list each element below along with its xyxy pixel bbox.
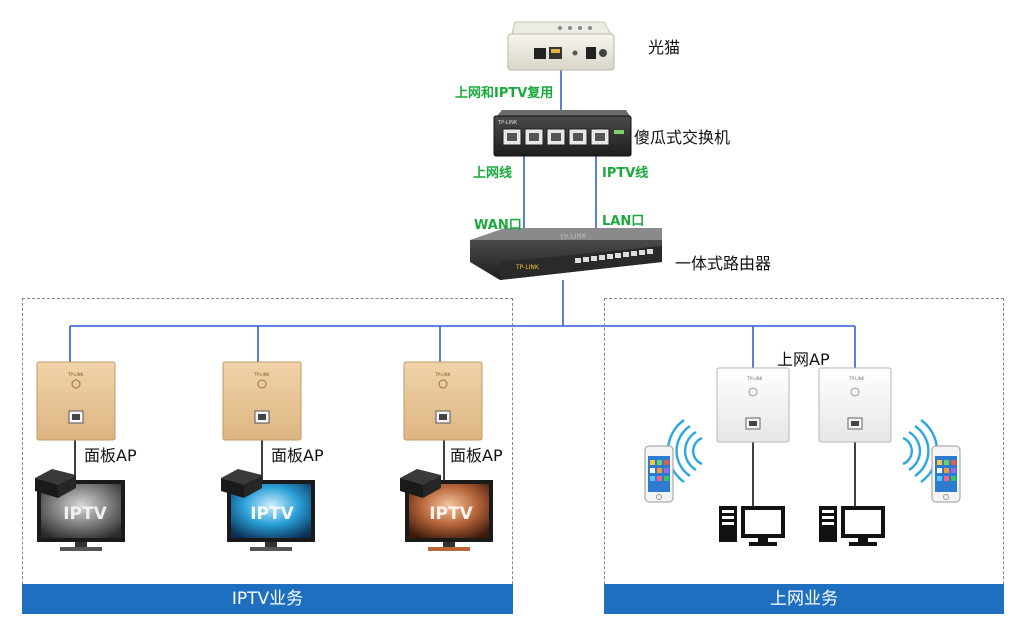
wan-port-label: WAN口: [474, 218, 522, 233]
svg-text:TP-LINK: TP-LINK: [67, 372, 84, 377]
iptv-tv-3-icon: IPTV: [400, 469, 493, 551]
smartphone-right-icon: [931, 445, 961, 503]
smartphone-left-icon: [644, 445, 674, 503]
svg-text:TP-LINK: TP-LINK: [253, 372, 270, 377]
tv-2-label: IPTV: [250, 504, 294, 524]
internet-ap-label: 上网AP: [777, 350, 830, 369]
internet-group-title: 上网业务: [604, 584, 1004, 614]
iptv-group-title: IPTV业务: [22, 584, 513, 614]
panel-ap-3-icon: TP-LINK: [403, 361, 483, 441]
svg-text:TP-LINK: TP-LINK: [746, 376, 763, 381]
internet-line-label: 上网线: [473, 166, 513, 181]
desktop-pc-1-icon: [719, 506, 785, 546]
modem-switch-link-label: 上网和IPTV复用: [455, 86, 554, 101]
panel-ap-2-icon: TP-LINK: [222, 361, 302, 441]
internet-ap-1-icon: TP-LINK: [716, 367, 790, 443]
panel-ap-1-label: 面板AP: [84, 446, 137, 465]
optical-modem-icon: [507, 21, 615, 71]
iptv-line-label: IPTV线: [602, 166, 649, 181]
switch-icon: TP-LINK: [493, 110, 632, 157]
iptv-tv-2-icon: IPTV: [221, 469, 315, 551]
svg-text:TP-LINK: TP-LINK: [497, 120, 518, 126]
svg-text:TP-LINK: TP-LINK: [558, 232, 587, 242]
panel-ap-2-label: 面板AP: [271, 446, 324, 465]
svg-text:TP-LINK: TP-LINK: [515, 264, 540, 271]
tv-1-label: IPTV: [63, 504, 107, 524]
connection-lines: [69, 70, 856, 368]
lan-port-label: LAN口: [602, 214, 645, 229]
internet-ap-2-icon: TP-LINK: [818, 367, 892, 443]
panel-ap-1-icon: TP-LINK: [36, 361, 116, 441]
modem-label: 光猫: [648, 38, 681, 57]
switch-label: 傻瓜式交换机: [634, 128, 731, 147]
desktop-pc-2-icon: [819, 506, 885, 546]
panel-ap-3-label: 面板AP: [450, 446, 503, 465]
router-icon: TP-LINK TP-LINK: [470, 228, 662, 280]
svg-text:TP-LINK: TP-LINK: [848, 376, 865, 381]
router-label: 一体式路由器: [675, 254, 772, 273]
iptv-tv-1-icon: IPTV: [35, 469, 125, 551]
svg-text:TP-LINK: TP-LINK: [434, 372, 451, 377]
tv-3-label: IPTV: [429, 504, 473, 524]
